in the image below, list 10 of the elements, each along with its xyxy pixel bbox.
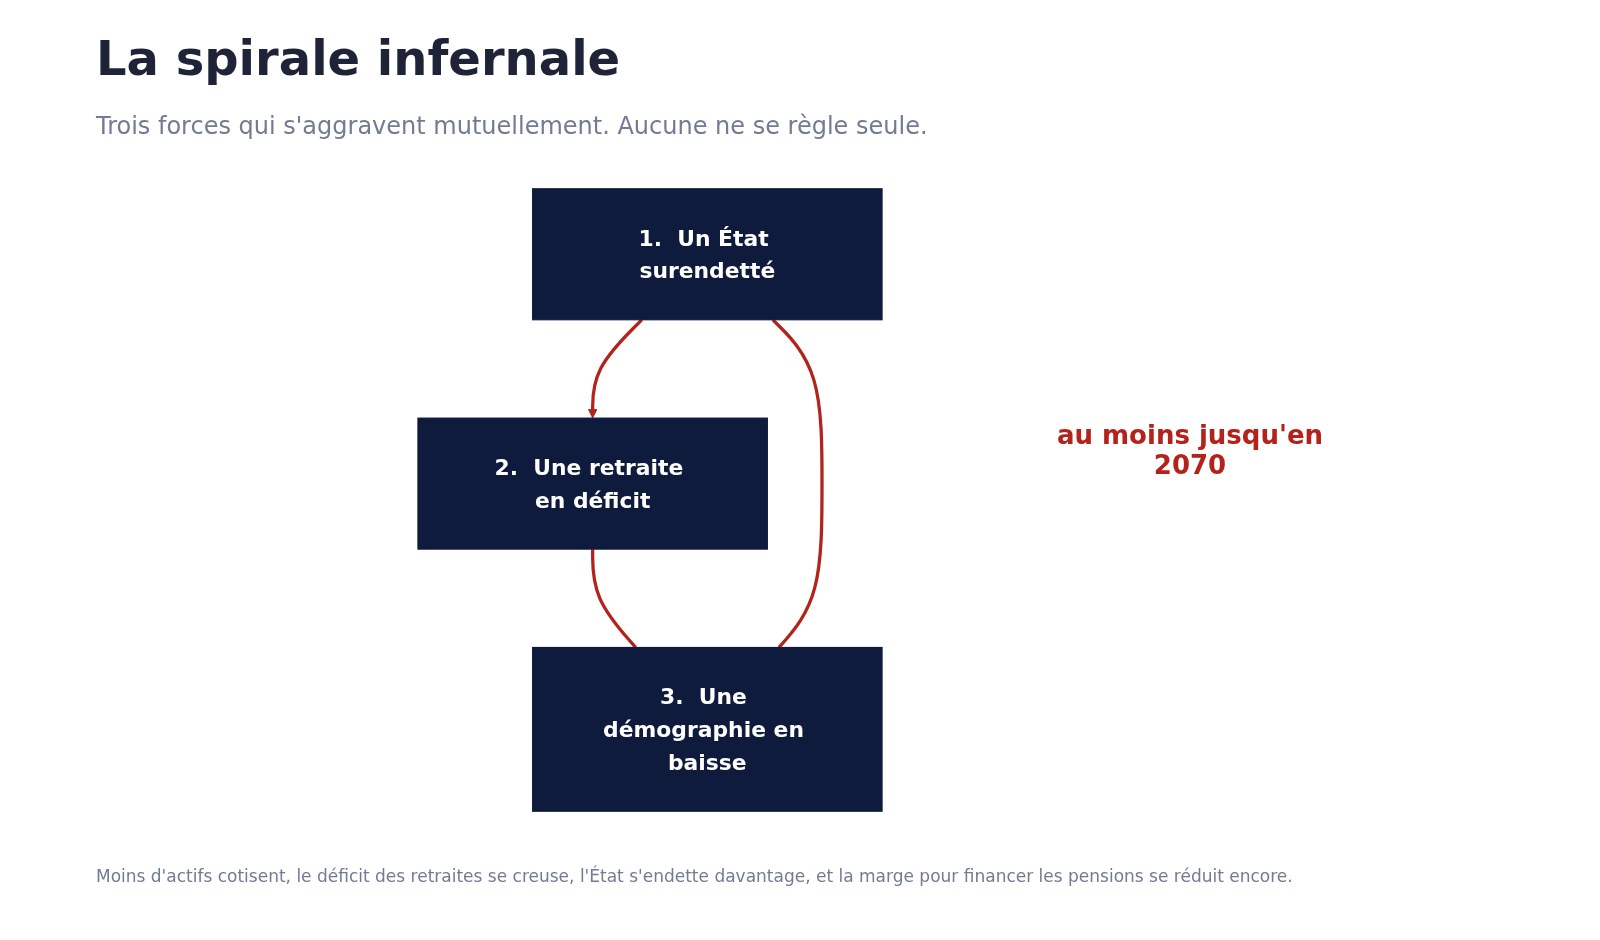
connector: [591, 549, 637, 649]
node-box: 3. Une démographie en baisse: [532, 646, 883, 812]
caption: Moins d'actifs cotisent, le déficit des retraites se creuse, l'État s'endette davantage, et la marge pour financer les pensions se réduit encore.: [96, 866, 1293, 886]
node-box: 1. Un État surendetté: [532, 188, 883, 321]
connector: [771, 318, 824, 649]
node-box: 2. Une retraite en déficit: [417, 417, 768, 550]
arrow: [587, 318, 643, 419]
diagram-title: La spirale infernale: [96, 30, 621, 86]
center-note: au moins jusqu'en 2070: [1055, 420, 1325, 480]
subtitle: Trois forces qui s'aggravent mutuellement. Aucune ne se règle seule.: [96, 112, 928, 140]
